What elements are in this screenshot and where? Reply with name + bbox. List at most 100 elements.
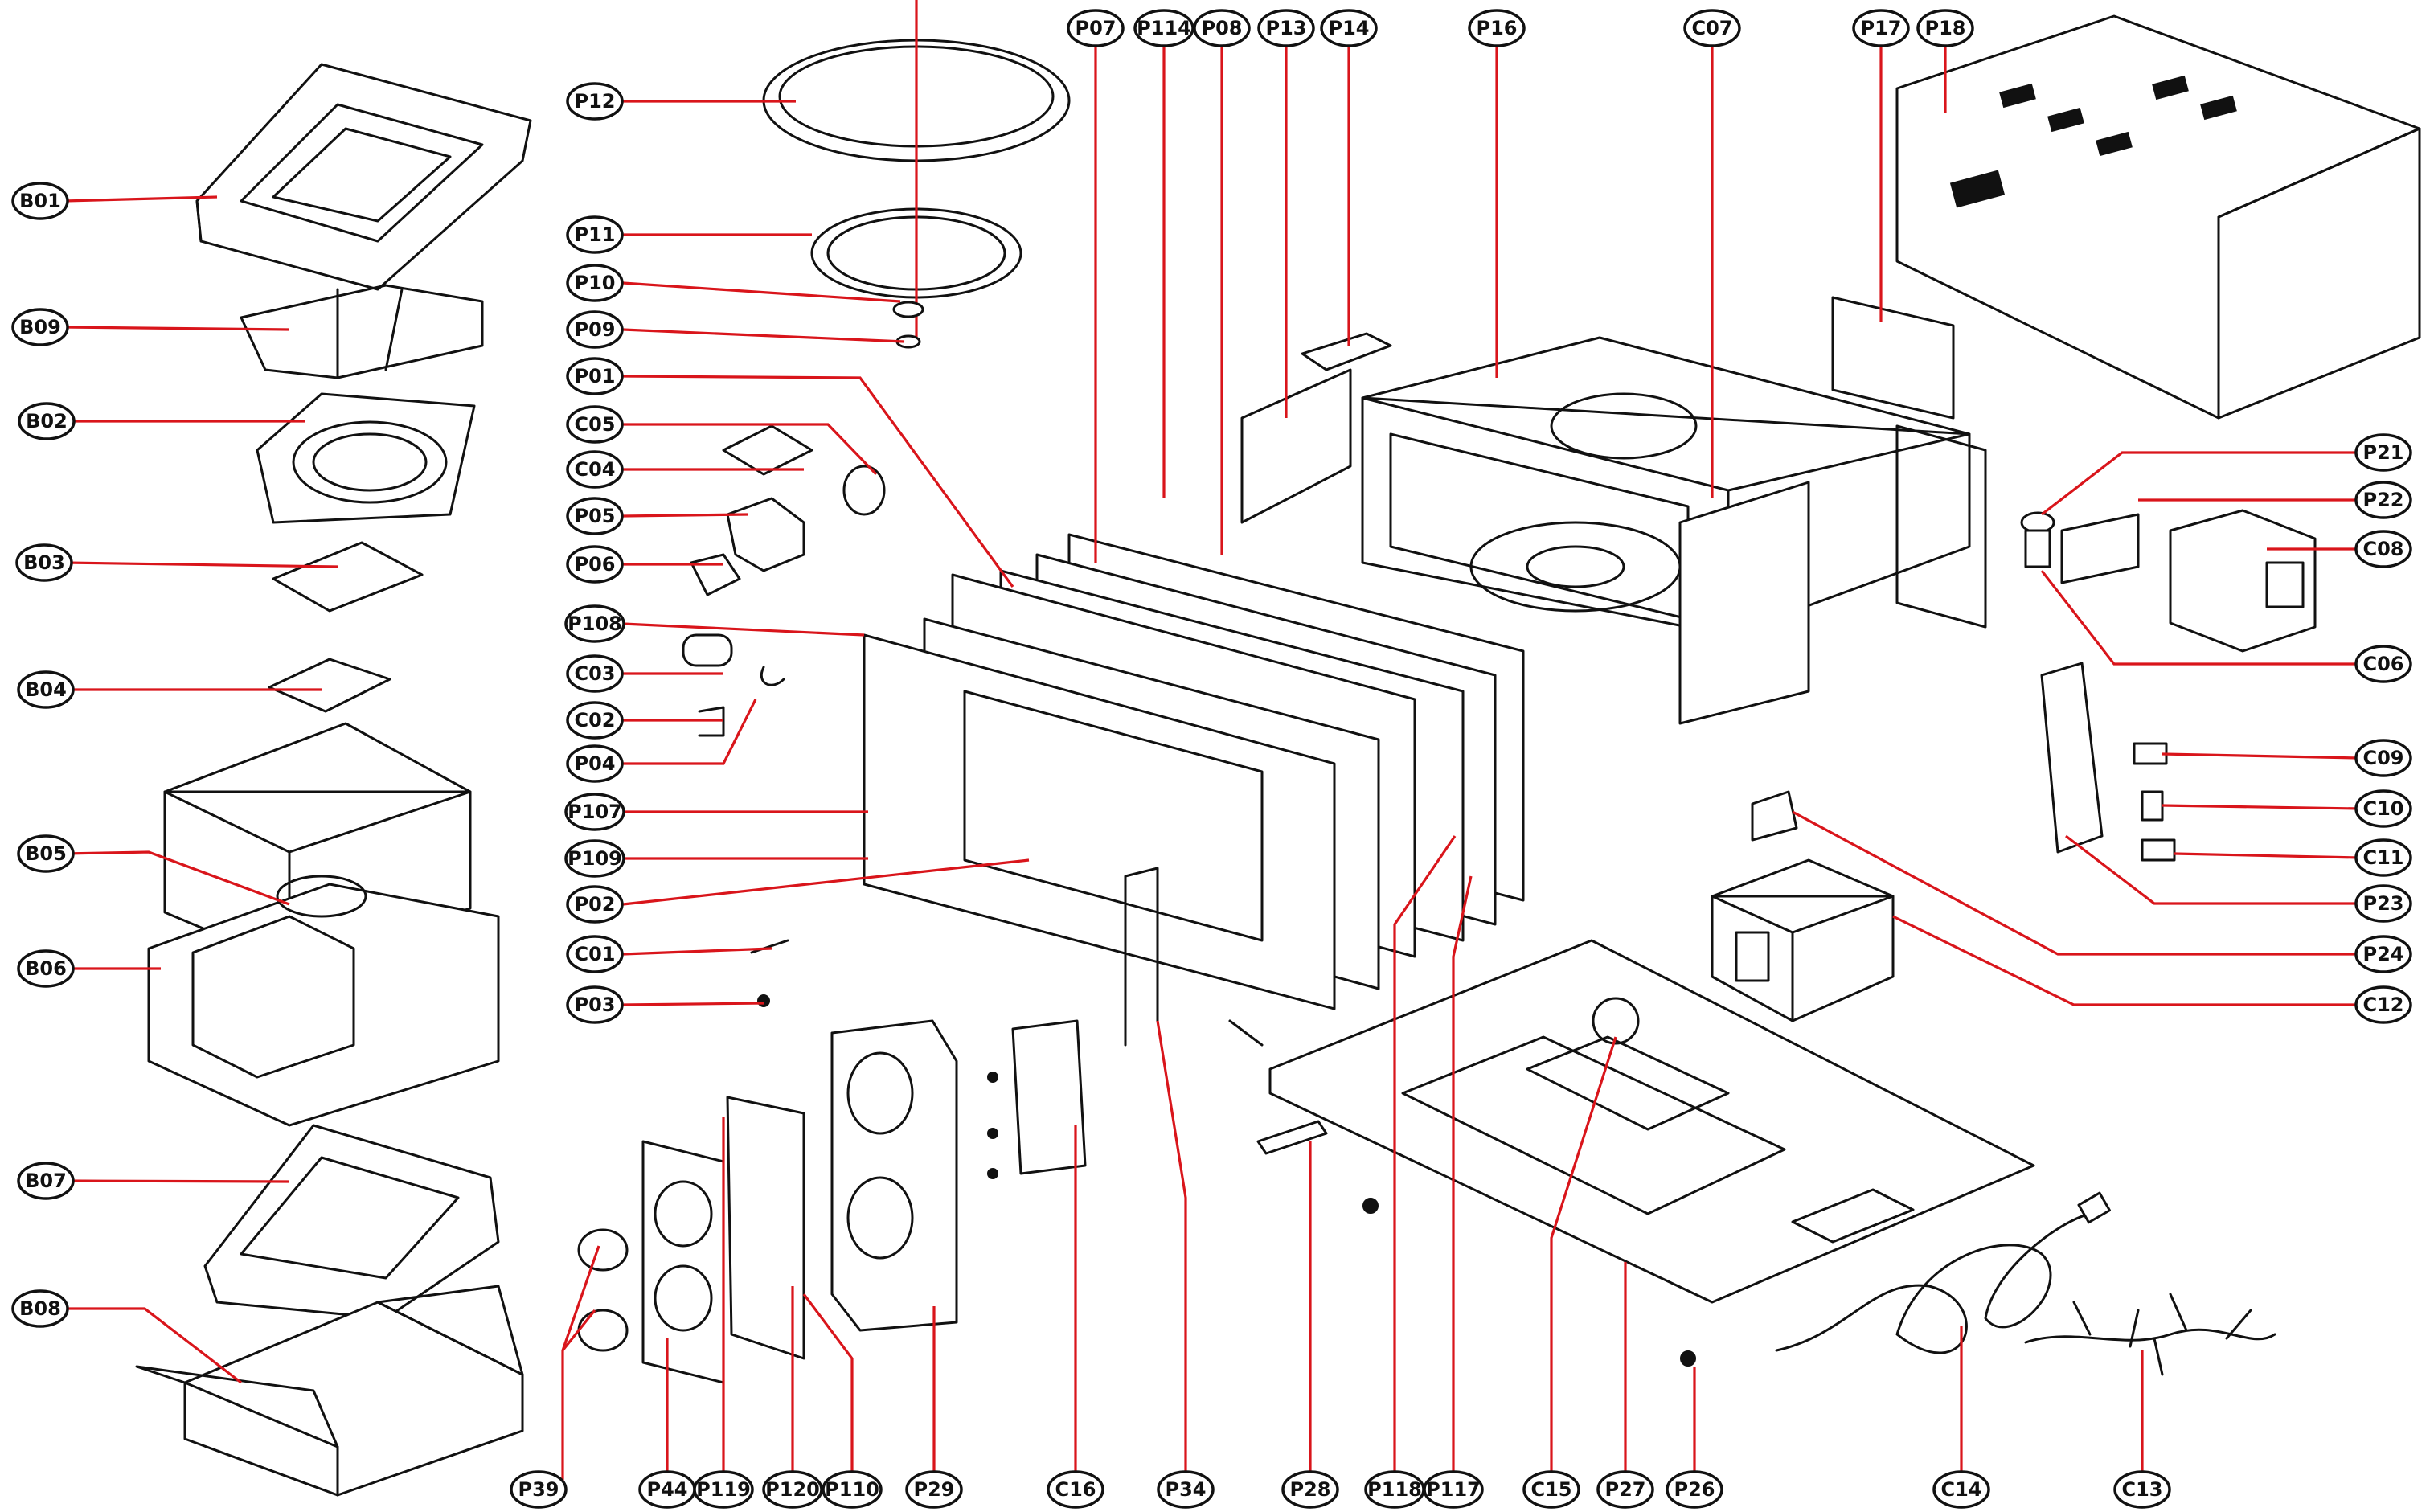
svg-text:C06: C06 [2362, 653, 2403, 675]
part-cavity [1361, 336, 1987, 725]
svg-text:P02: P02 [575, 893, 616, 916]
callout-P28: P28 [1281, 1470, 1339, 1509]
part-interlock-group [1751, 662, 2176, 862]
part-control-panel [830, 1019, 1087, 1332]
callout-C16: C16 [1047, 1470, 1104, 1509]
part-panel-frame [726, 1096, 805, 1360]
svg-text:P39: P39 [518, 1478, 559, 1501]
callout-P29: P29 [905, 1470, 963, 1509]
part-plug [2077, 1191, 2111, 1224]
svg-text:P11: P11 [575, 223, 616, 246]
svg-text:P13: P13 [1266, 17, 1307, 39]
part-shipping-box [135, 1285, 524, 1497]
svg-text:B07: B07 [25, 1170, 67, 1192]
svg-text:C15: C15 [1530, 1478, 1571, 1501]
svg-text:P12: P12 [575, 90, 616, 113]
svg-text:C02: C02 [574, 709, 615, 731]
callout-P13: P13 [1257, 9, 1315, 47]
svg-text:P26: P26 [1674, 1478, 1715, 1501]
callout-P118: P118 [1364, 1470, 1425, 1509]
svg-text:P34: P34 [1166, 1478, 1207, 1501]
svg-text:C09: C09 [2362, 747, 2403, 769]
svg-text:P117: P117 [1426, 1478, 1481, 1501]
callout-labels: B01 B09 B02 B03 B04 B05 B06 B07 B08 P12 … [11, 9, 2412, 1509]
callout-C15: C15 [1522, 1470, 1580, 1509]
part-foam-insert [256, 392, 476, 524]
svg-text:P06: P06 [575, 553, 616, 576]
svg-text:C14: C14 [1940, 1478, 1981, 1501]
svg-text:P21: P21 [2363, 441, 2404, 464]
callout-B04: B04 [17, 670, 75, 709]
svg-text:P24: P24 [2363, 943, 2404, 965]
svg-text:P01: P01 [575, 365, 616, 387]
svg-text:P04: P04 [575, 752, 616, 775]
svg-text:B05: B05 [25, 842, 67, 865]
part-base-plate [1268, 939, 2035, 1304]
svg-text:C05: C05 [574, 413, 615, 436]
callout-P44: P44 [638, 1470, 696, 1509]
callout-P01: P01 [566, 357, 624, 395]
callout-B02: B02 [18, 402, 76, 440]
callout-P21: P21 [2354, 433, 2412, 472]
svg-text:P05: P05 [575, 505, 616, 527]
callout-C05: C05 [566, 405, 624, 444]
svg-text:B03: B03 [23, 551, 65, 574]
svg-text:P16: P16 [1477, 17, 1518, 39]
svg-text:C07: C07 [1691, 17, 1732, 39]
svg-text:C16: C16 [1055, 1478, 1096, 1501]
svg-text:P108: P108 [568, 613, 622, 635]
part-carton-box [147, 722, 500, 1127]
leader-lines [64, 40, 2360, 1489]
part-foam-top [195, 63, 532, 291]
callout-B03: B03 [15, 543, 73, 582]
callout-C13: C13 [2113, 1470, 2171, 1509]
callout-C01: C01 [566, 935, 624, 973]
callout-P119: P119 [693, 1470, 754, 1509]
part-magnetron-group [2020, 509, 2317, 653]
part-outer-cover [1895, 14, 2421, 420]
part-mica-plate [1240, 368, 1352, 524]
part-knobs [577, 1228, 629, 1352]
callout-C02: C02 [566, 701, 624, 740]
callout-P14: P14 [1320, 9, 1378, 47]
part-panel-overlay [641, 1140, 725, 1384]
svg-text:P08: P08 [1202, 17, 1243, 39]
svg-text:P17: P17 [1861, 17, 1902, 39]
svg-text:P118: P118 [1367, 1478, 1422, 1501]
part-bracket-p14 [1301, 332, 1392, 371]
callout-P23: P23 [2354, 884, 2412, 923]
callout-C09: C09 [2354, 739, 2412, 777]
callout-C10: C10 [2354, 789, 2412, 828]
callout-P16: P16 [1468, 9, 1526, 47]
svg-text:P110: P110 [825, 1478, 879, 1501]
callout-P22: P22 [2354, 481, 2412, 519]
svg-text:P27: P27 [1605, 1478, 1646, 1501]
part-sheet-p17 [1831, 296, 1955, 420]
svg-text:C01: C01 [574, 943, 615, 965]
callout-P110: P110 [822, 1470, 883, 1509]
part-feet [1256, 1120, 1696, 1367]
svg-text:C03: C03 [574, 662, 615, 685]
svg-text:B08: B08 [19, 1297, 61, 1320]
svg-text:P10: P10 [575, 272, 616, 294]
svg-text:C04: C04 [574, 458, 615, 481]
callout-P09: P09 [566, 310, 624, 349]
callout-C12: C12 [2354, 985, 2412, 1024]
callout-B07: B07 [17, 1162, 75, 1200]
callout-C03: C03 [566, 654, 624, 693]
callout-C07: C07 [1683, 9, 1741, 47]
svg-text:P119: P119 [696, 1478, 751, 1501]
callout-B08: B08 [11, 1289, 69, 1328]
part-power-cord [1775, 1212, 2092, 1354]
callout-P02: P02 [566, 885, 624, 924]
svg-text:P120: P120 [765, 1478, 820, 1501]
svg-text:B06: B06 [25, 957, 67, 980]
svg-text:P114: P114 [1137, 17, 1191, 39]
callout-B06: B06 [17, 949, 75, 988]
parts-drawing [135, 0, 2421, 1497]
callout-P18: P18 [1916, 9, 1974, 47]
svg-text:C11: C11 [2362, 846, 2403, 869]
callout-P03: P03 [566, 985, 624, 1024]
callout-P06: P06 [566, 545, 624, 584]
